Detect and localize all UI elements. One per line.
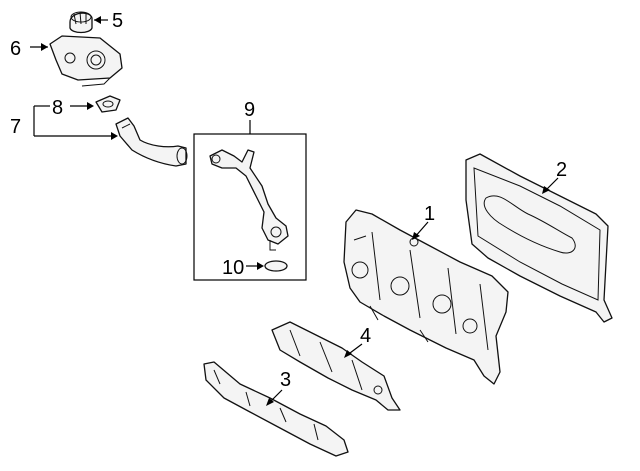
callout-5: 5: [94, 10, 123, 32]
part-10-oring[interactable]: [264, 260, 288, 272]
callout-2-label: 2: [556, 159, 567, 181]
callout-4: 4: [344, 325, 371, 358]
callout-2: 2: [542, 159, 567, 194]
part-1-valve-cover[interactable]: [343, 209, 509, 385]
part-5-cap[interactable]: [69, 11, 93, 34]
callout-1: 1: [412, 203, 435, 240]
part-8-clip[interactable]: [95, 95, 121, 113]
callout-6-label: 6: [10, 38, 21, 60]
callout-10-label: 10: [222, 257, 244, 279]
callout-4-label: 4: [360, 325, 371, 347]
callout-9-label: 9: [244, 99, 255, 121]
callout-7: 7: [10, 105, 118, 140]
callout-5-label: 5: [112, 10, 123, 32]
part-2-gasket[interactable]: [465, 153, 613, 323]
callout-8: 8: [52, 97, 94, 119]
part-7-hose[interactable]: [115, 117, 188, 167]
callout-3: 3: [266, 369, 291, 406]
callout-7-label: 7: [10, 116, 21, 138]
callout-3-label: 3: [280, 369, 291, 391]
callout-6: 6: [10, 38, 48, 60]
callout-1-label: 1: [424, 203, 435, 225]
callout-8-label: 8: [52, 97, 63, 119]
part-3-lower-shield[interactable]: [203, 361, 349, 457]
part-6-cover[interactable]: [49, 35, 123, 87]
part-4-shield[interactable]: [271, 321, 401, 411]
part-9-tube[interactable]: [209, 149, 289, 251]
callout-10: 10: [222, 257, 264, 279]
part-9-box: 9: [193, 99, 307, 281]
